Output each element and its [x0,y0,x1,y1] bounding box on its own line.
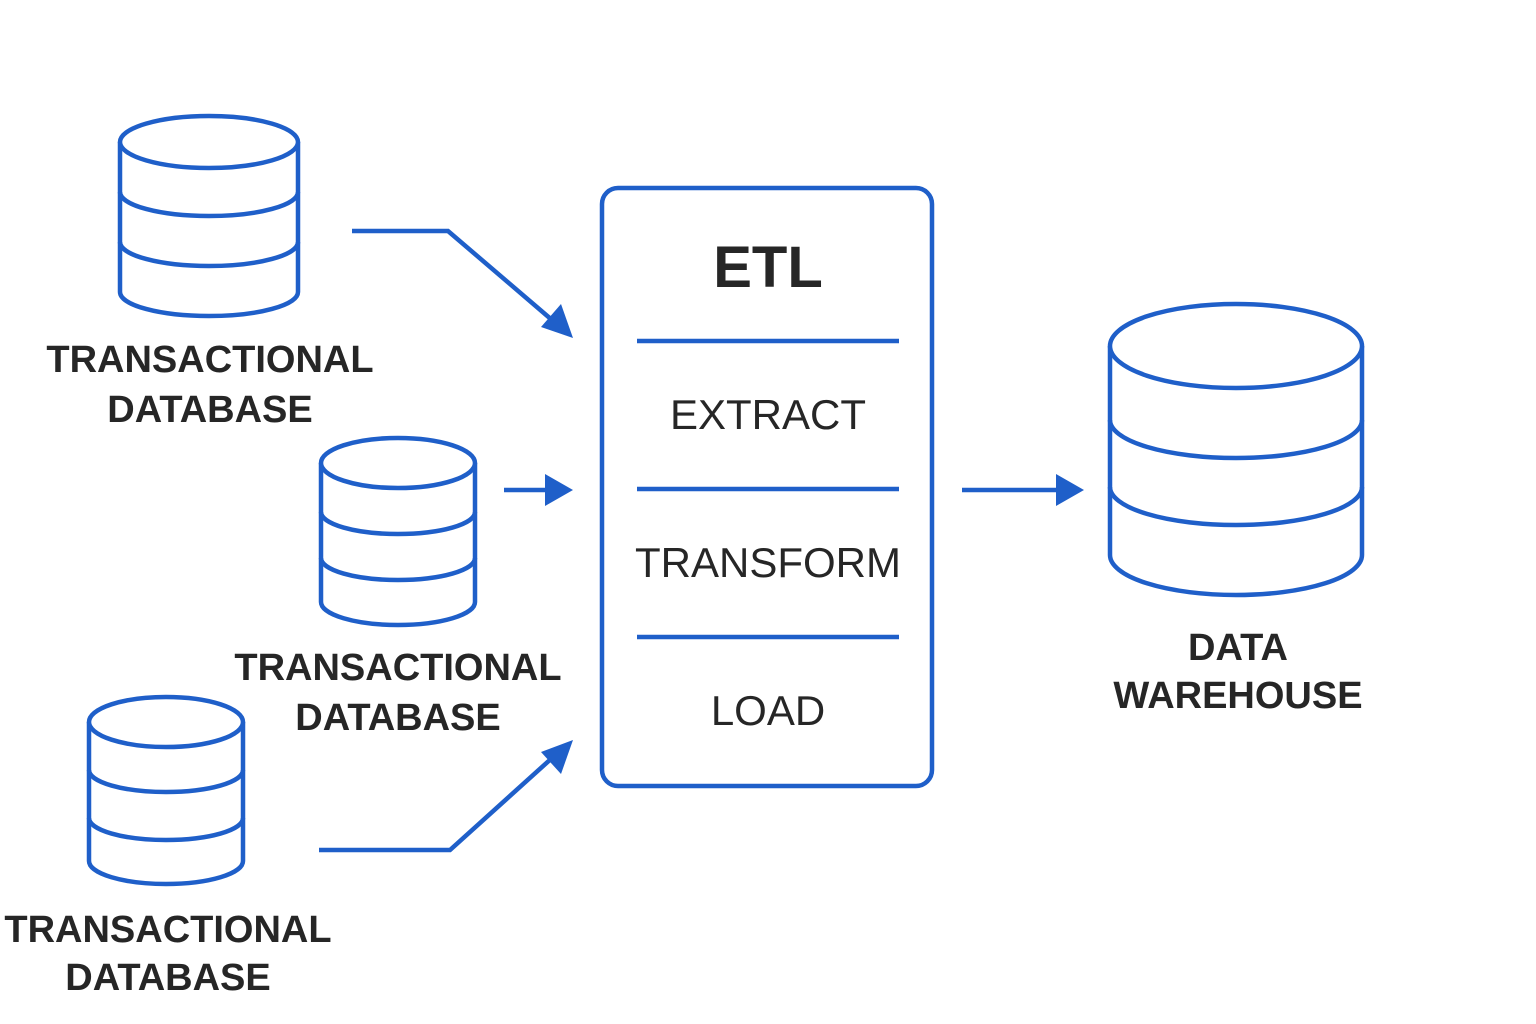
arrow-source-2-to-etl [504,474,573,506]
data-warehouse: DATA WAREHOUSE [1107,301,1365,717]
etl-step-extract: EXTRACT [670,391,866,438]
database-icon [318,435,478,628]
source-2-label-line1: TRANSACTIONAL [234,647,561,689]
arrow-source-1-to-etl [352,228,573,338]
source-1-label-line2: DATABASE [107,389,312,431]
arrow-etl-to-warehouse [962,474,1084,506]
source-database-3: TRANSACTIONAL DATABASE [4,694,332,999]
database-icon [117,113,301,319]
warehouse-label-line2: WAREHOUSE [1113,675,1362,717]
source-database-1: TRANSACTIONAL DATABASE [46,113,374,431]
etl-step-transform: TRANSFORM [635,539,901,586]
source-2-label-line2: DATABASE [295,697,500,739]
source-3-label-line1: TRANSACTIONAL [4,909,331,951]
etl-step-load: LOAD [711,687,825,734]
etl-box: ETL EXTRACT TRANSFORM LOAD [599,185,935,789]
warehouse-label-line1: DATA [1188,627,1288,669]
database-icon [86,694,246,887]
etl-title: ETL [713,235,823,300]
database-icon [1107,301,1365,598]
source-database-2: TRANSACTIONAL DATABASE [234,435,562,739]
source-3-label-line2: DATABASE [65,957,270,999]
source-1-label-line1: TRANSACTIONAL [46,339,373,381]
arrow-source-3-to-etl [319,740,573,853]
